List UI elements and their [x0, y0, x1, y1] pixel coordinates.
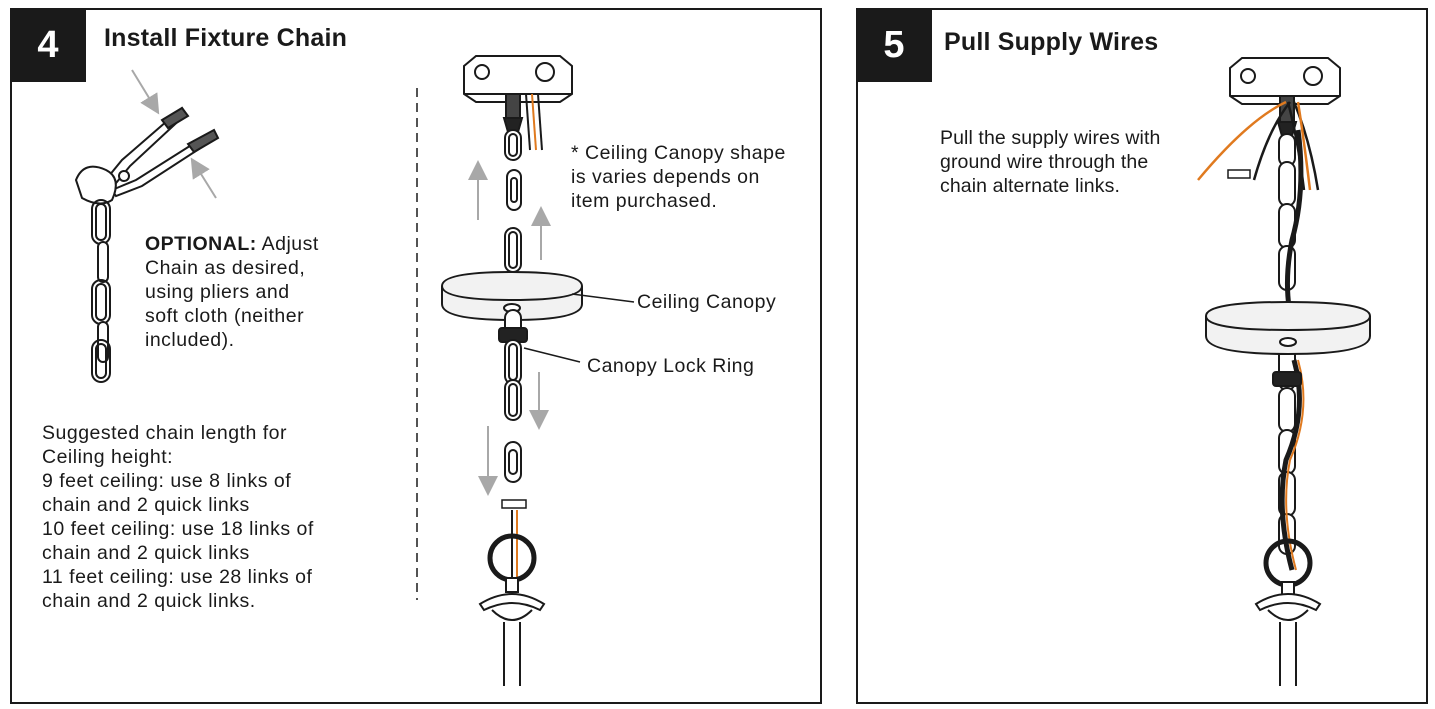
optional-text: Adjust Chain as desired, using pliers an… — [145, 233, 319, 351]
junction-box-icon — [463, 55, 573, 103]
optional-note: OPTIONAL: Adjust Chain as desired, using… — [145, 232, 319, 352]
step-4-illustration — [74, 55, 635, 686]
step-5-panel: 5 Pull Supply Wires Pull the supply wire… — [856, 8, 1428, 704]
chain-icon — [91, 199, 111, 383]
step-4-number: 4 — [10, 8, 86, 82]
step-4-panel: 4 Install Fixture Chain OPTIONAL: Adjust… — [10, 8, 822, 704]
arrow-icon — [190, 157, 217, 199]
fixture-loop-icon — [478, 533, 546, 686]
chain-icon — [504, 227, 522, 273]
canopy-shape-note: * Ceiling Canopy shape is varies depends… — [571, 142, 786, 212]
step-4-title: Install Fixture Chain — [104, 24, 348, 52]
leader-line — [523, 347, 581, 363]
fixture-loop-icon — [1254, 538, 1322, 686]
arrow-icon — [131, 69, 160, 115]
canopy-lock-ring-label: Canopy Lock Ring — [587, 355, 755, 377]
ceiling-canopy-icon — [1205, 300, 1371, 356]
quick-link-icon — [504, 441, 522, 483]
ceiling-canopy-icon — [441, 270, 583, 322]
step-5-number: 5 — [856, 8, 932, 82]
junction-box-icon — [1229, 57, 1341, 105]
step-5-illustration — [1197, 57, 1371, 686]
step-5-title: Pull Supply Wires — [944, 28, 1159, 56]
quick-link-icon — [506, 169, 522, 211]
step-5-instruction: Pull the supply wires with ground wire t… — [940, 127, 1161, 197]
ceiling-canopy-label: Ceiling Canopy — [637, 291, 777, 313]
pliers-icon — [74, 106, 220, 205]
canopy-lock-ring-icon — [1272, 371, 1302, 387]
suggested-chain-length: Suggested chain length for Ceiling heigh… — [42, 422, 314, 612]
optional-label: OPTIONAL: — [145, 233, 257, 255]
leader-line — [571, 293, 635, 303]
